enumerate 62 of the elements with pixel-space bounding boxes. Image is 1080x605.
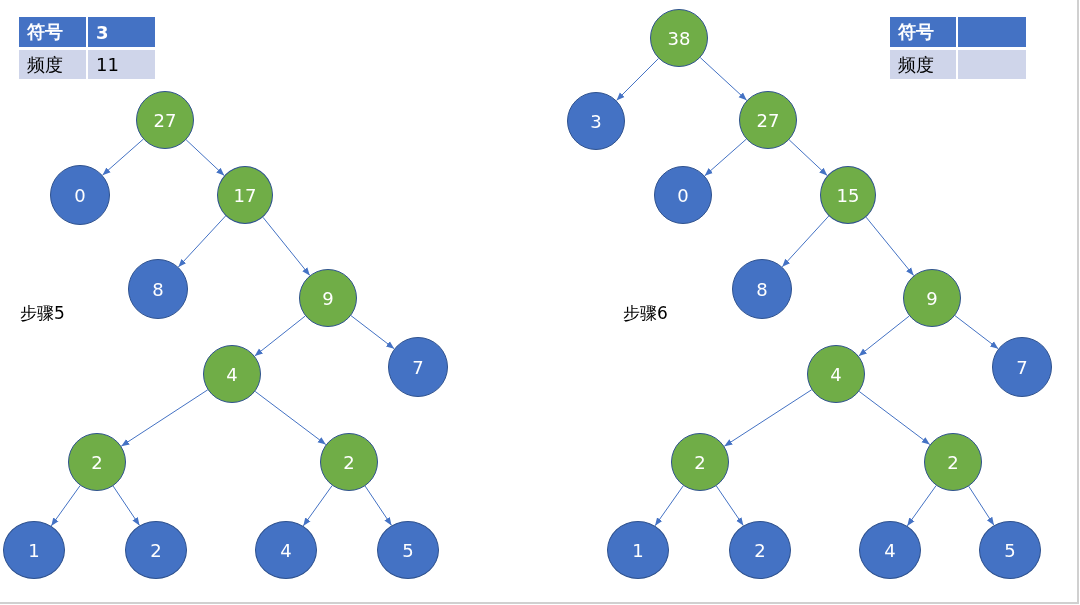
table-cell: 频度 (890, 50, 956, 79)
tree-node: 2 (125, 521, 187, 579)
tree-node: 2 (68, 433, 126, 491)
arrow (699, 57, 748, 101)
arrow (262, 216, 311, 276)
arrow (865, 216, 915, 277)
arrow (254, 390, 327, 446)
tree-node: 1 (607, 521, 669, 579)
arrow (906, 485, 937, 527)
table-cell: 3 (88, 17, 155, 47)
step-label: 步骤6 (623, 302, 668, 325)
tree-node: 7 (388, 337, 448, 397)
arrow (968, 485, 995, 526)
tree-node: 7 (992, 337, 1052, 397)
tree-node: 2 (320, 433, 378, 491)
arrow (102, 138, 144, 176)
tree-node: 3 (567, 92, 625, 150)
arrow (120, 389, 209, 447)
arrow (954, 315, 999, 350)
arrow (364, 485, 393, 526)
arrow (704, 138, 747, 177)
table-cell: 频度 (19, 50, 86, 79)
arrow (723, 389, 813, 447)
tree-node: 5 (979, 521, 1041, 579)
arrow (350, 315, 395, 350)
tree-node: 27 (739, 91, 797, 149)
arrow (858, 315, 910, 357)
tree-node: 2 (671, 433, 729, 491)
tree-node: 9 (299, 269, 357, 327)
arrow (302, 485, 333, 527)
tree-node: 27 (136, 91, 194, 149)
tree-node: 0 (50, 165, 110, 225)
arrow (654, 485, 684, 527)
tree-node: 15 (820, 166, 876, 224)
tree-node: 5 (377, 521, 439, 579)
tree-node: 4 (255, 521, 317, 579)
arrow (788, 139, 828, 177)
arrow (177, 215, 227, 268)
tree-node: 2 (729, 521, 791, 579)
step-label: 步骤5 (20, 302, 65, 325)
arrow (781, 215, 830, 268)
arrow (616, 58, 659, 101)
tree-node: 8 (128, 259, 188, 319)
tree-node: 4 (859, 521, 921, 579)
table-cell: 符号 (19, 17, 86, 47)
tree-node: 4 (203, 345, 261, 403)
table-cell: 11 (88, 50, 155, 79)
tree-node: 4 (807, 345, 865, 403)
arrow (50, 485, 81, 527)
arrow (112, 485, 141, 526)
tree-node: 8 (732, 259, 792, 319)
table-cell: 符号 (890, 17, 956, 47)
arrow (858, 390, 931, 446)
arrow (715, 485, 744, 527)
tree-node: 0 (654, 166, 712, 224)
arrow (185, 139, 225, 177)
tree-node: 1 (3, 521, 65, 579)
tree-node: 38 (650, 9, 708, 67)
tree-node: 2 (924, 433, 982, 491)
tree-node: 17 (217, 166, 273, 224)
tree-node: 9 (903, 269, 961, 327)
arrow (254, 315, 306, 357)
